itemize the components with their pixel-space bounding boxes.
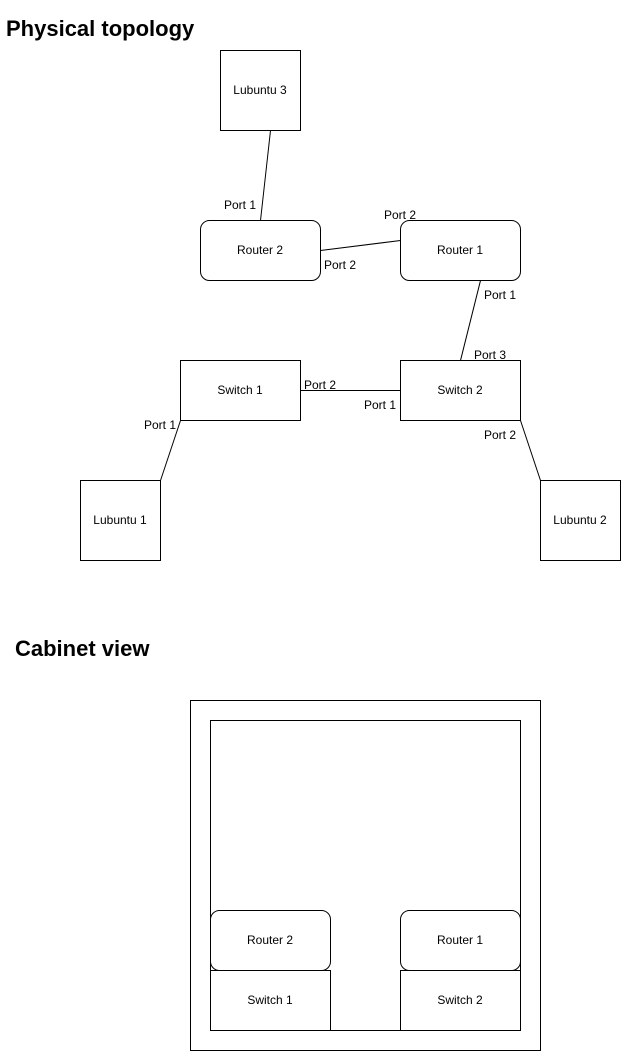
link-switch1-lubuntu1 — [160, 420, 181, 481]
link-router2-router1 — [320, 240, 401, 251]
port-label-switch2-router1: Port 3 — [474, 348, 506, 362]
port-label-router2-lubuntu3: Port 1 — [224, 198, 256, 212]
router2-node — [200, 220, 321, 281]
lubuntu3-label: Lubuntu 3 — [233, 83, 287, 97]
cabinet-title: Cabinet view — [15, 636, 150, 661]
lubuntu1-label: Lubuntu 1 — [93, 513, 147, 527]
port-label-switch2-lubuntu2: Port 2 — [484, 428, 516, 442]
cabinet-switch1-label: Switch 1 — [247, 993, 293, 1007]
cabinet-router1-slot — [400, 910, 521, 971]
lubuntu2-label: Lubuntu 2 — [553, 513, 607, 527]
port-label-router1-router2: Port 2 — [384, 208, 416, 222]
router2-label: Router 2 — [237, 243, 283, 257]
cabinet-switch1-slot — [210, 970, 331, 1031]
router1-node — [400, 220, 521, 281]
lubuntu1-node — [80, 480, 161, 561]
switch2-label: Switch 2 — [437, 383, 483, 397]
port-label-switch1-lubuntu1: Port 1 — [144, 418, 176, 432]
port-label-router2-router1: Port 2 — [324, 258, 356, 272]
switch1-label: Switch 1 — [217, 383, 263, 397]
cabinet-switch2-label: Switch 2 — [437, 993, 483, 1007]
cabinet-router1-label: Router 1 — [437, 933, 483, 947]
cabinet-router2-slot — [210, 910, 331, 971]
port-label-switch1-switch2: Port 2 — [304, 378, 336, 392]
topology-title: Physical topology — [6, 16, 195, 41]
switch1-node — [180, 360, 301, 421]
lubuntu2-node — [540, 480, 621, 561]
lubuntu3-node — [220, 50, 301, 131]
link-router2-lubuntu3 — [260, 130, 271, 221]
port-label-router1-switch2: Port 1 — [484, 288, 516, 302]
cabinet-router2-label: Router 2 — [247, 933, 293, 947]
port-label-switch2-switch1: Port 1 — [364, 398, 396, 412]
router1-label: Router 1 — [437, 243, 483, 257]
link-switch2-lubuntu2 — [520, 420, 541, 481]
link-router1-switch2 — [460, 280, 481, 361]
cabinet-switch2-slot — [400, 970, 521, 1031]
switch2-node — [400, 360, 521, 421]
